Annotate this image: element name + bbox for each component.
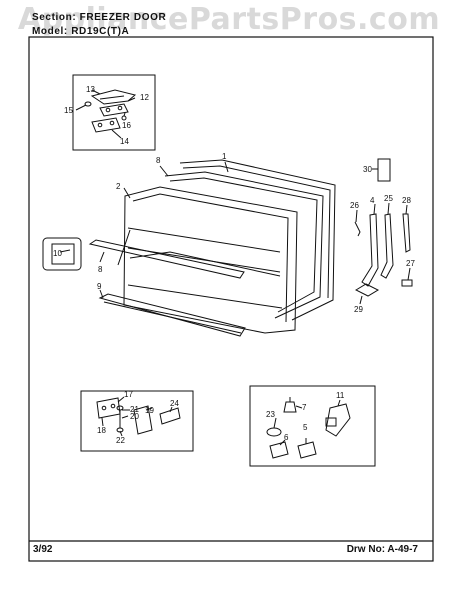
door-bracket-part-2	[297, 441, 317, 459]
callout-16: 16	[122, 121, 131, 130]
callout-25: 25	[384, 194, 393, 203]
callout-29: 29	[354, 305, 363, 314]
door-gasket	[164, 171, 324, 319]
handle-part	[361, 213, 379, 287]
callout-10: 10	[53, 249, 62, 258]
door-bumper-part	[266, 427, 282, 437]
callout-4: 4	[370, 196, 375, 205]
callout-7: 7	[302, 403, 307, 412]
bottom-hinge-plate	[133, 405, 153, 435]
hinge-kit-inset-box	[72, 74, 156, 151]
hinge-washer-part	[121, 115, 127, 121]
watermark: AppliancePartsPros.com	[17, 2, 441, 37]
handle-end-cap-part	[377, 158, 391, 182]
callout-20: 20	[130, 412, 139, 421]
drawing-number: Drw No: A-49-7	[346, 544, 418, 555]
callout-12: 12	[140, 93, 149, 102]
door-outer-panel	[179, 159, 336, 321]
hinge-bracket-part	[99, 103, 129, 117]
hinge-plate-part	[91, 117, 121, 133]
callout-2: 2	[116, 182, 121, 191]
callout-15: 15	[64, 106, 73, 115]
section-title: Section: FREEZER DOOR	[32, 12, 167, 23]
handle-trim-part	[402, 213, 411, 253]
hinge-pin-part	[84, 101, 92, 107]
callout-9: 9	[97, 282, 102, 291]
bottom-hinge-cover	[159, 407, 181, 425]
callout-17: 17	[124, 390, 133, 399]
callout-11: 11	[336, 391, 345, 400]
door-bracket-part	[269, 441, 289, 459]
door-shelf-rail	[88, 239, 245, 279]
diagram-frame	[28, 36, 434, 562]
revision-date: 3/92	[33, 544, 53, 555]
callout-22: 22	[116, 436, 125, 445]
callout-30: 30	[363, 165, 372, 174]
callout-26: 26	[350, 201, 359, 210]
model-number: Model: RD19C(T)A	[32, 26, 130, 37]
door-cam-part	[283, 397, 297, 413]
door-parts-inset-box	[249, 385, 376, 467]
hinge-cover-part	[90, 89, 137, 105]
callout-18: 18	[97, 426, 106, 435]
callout-23: 23	[266, 410, 275, 419]
callout-14: 14	[120, 137, 129, 146]
callout-6: 6	[284, 433, 289, 442]
callout-8-top: 8	[156, 156, 161, 165]
callout-5: 5	[303, 423, 308, 432]
door-closure-part	[325, 403, 351, 437]
callout-19: 19	[145, 406, 154, 415]
handle-clip-part	[401, 279, 413, 287]
handle-bracket-part	[380, 213, 394, 279]
callout-13: 13	[86, 85, 95, 94]
callout-24: 24	[170, 399, 179, 408]
callout-28: 28	[402, 196, 411, 205]
bottom-hinge-inset-box	[80, 390, 194, 452]
callout-27: 27	[406, 259, 415, 268]
callout-21: 21	[130, 405, 139, 414]
door-bottom-rail	[98, 293, 246, 337]
handle-screw-part	[354, 221, 361, 237]
door-stop-part	[42, 237, 82, 271]
handle-mounting-plate	[354, 283, 380, 297]
callout-8-left: 8	[98, 265, 103, 274]
callout-1: 1	[222, 152, 227, 161]
